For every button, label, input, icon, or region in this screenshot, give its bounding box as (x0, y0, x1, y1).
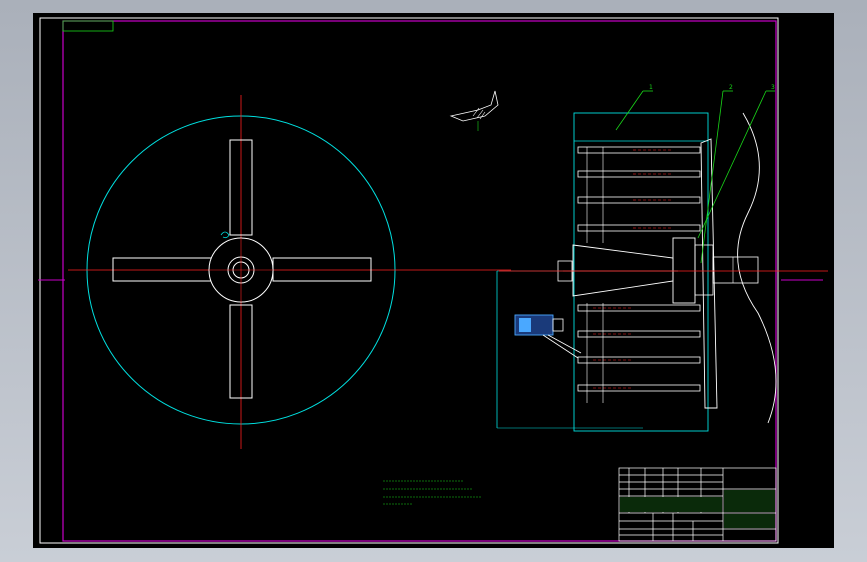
break-line (737, 112, 777, 424)
backplate (700, 138, 718, 409)
front-view (68, 95, 511, 449)
title-block (618, 467, 777, 542)
blade-slots-top (577, 146, 701, 232)
vertical-ribs (586, 147, 604, 403)
slot-markings (593, 149, 673, 389)
inner-frame (62, 20, 777, 542)
drive-motor (514, 314, 582, 359)
hub-flange (672, 237, 696, 304)
blade-left (112, 257, 212, 282)
blade-right (272, 257, 372, 282)
housing-outline (573, 112, 709, 432)
leader-label-3: 3 (771, 84, 775, 91)
corner-label-box (62, 20, 114, 32)
detail-sketch (449, 90, 499, 131)
hub-detail-mark (220, 231, 230, 239)
blade-slots-bottom (577, 304, 701, 392)
drawing-canvas[interactable]: 1 2 3 (33, 13, 834, 548)
leader-label-2: 2 (729, 84, 733, 91)
blade-top (229, 139, 253, 236)
shaft (712, 256, 759, 284)
side-view: 1 2 3 (496, 84, 828, 432)
leader-lines (615, 90, 775, 264)
leader-label-1: 1 (649, 84, 653, 91)
conical-hub (572, 244, 674, 297)
title-block-fills (620, 490, 775, 528)
bearing-housing (694, 244, 714, 296)
technical-notes (383, 480, 481, 505)
drawing-svg: 1 2 3 (38, 17, 828, 544)
blade-bottom (229, 304, 253, 399)
